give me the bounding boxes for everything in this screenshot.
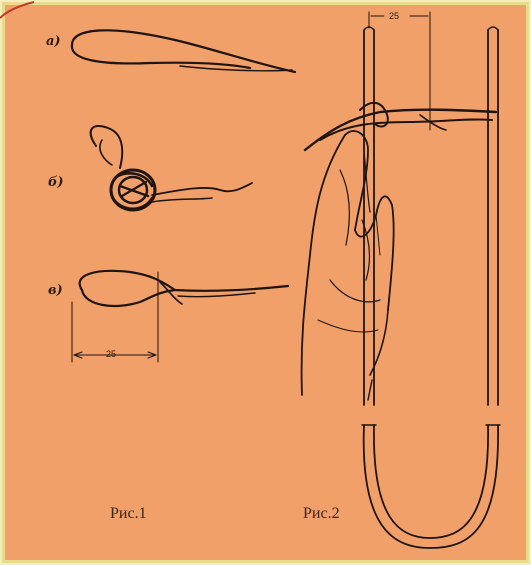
thread-drawing <box>305 103 496 150</box>
loop-c-drawing <box>72 271 288 362</box>
caption-fig1: Рис.1 <box>110 505 147 523</box>
dimension-fig1: 25 <box>106 349 116 359</box>
hand-drawing <box>302 131 394 400</box>
label-b: б) <box>48 175 64 190</box>
caption-fig2: Рис.2 <box>303 505 340 523</box>
label-a: а) <box>46 34 61 49</box>
label-c: в) <box>48 283 63 298</box>
loop-a-drawing <box>72 30 295 72</box>
dimension-fig2: 25 <box>389 11 399 21</box>
needle-drawing <box>362 12 500 548</box>
loop-b-drawing <box>91 126 252 210</box>
